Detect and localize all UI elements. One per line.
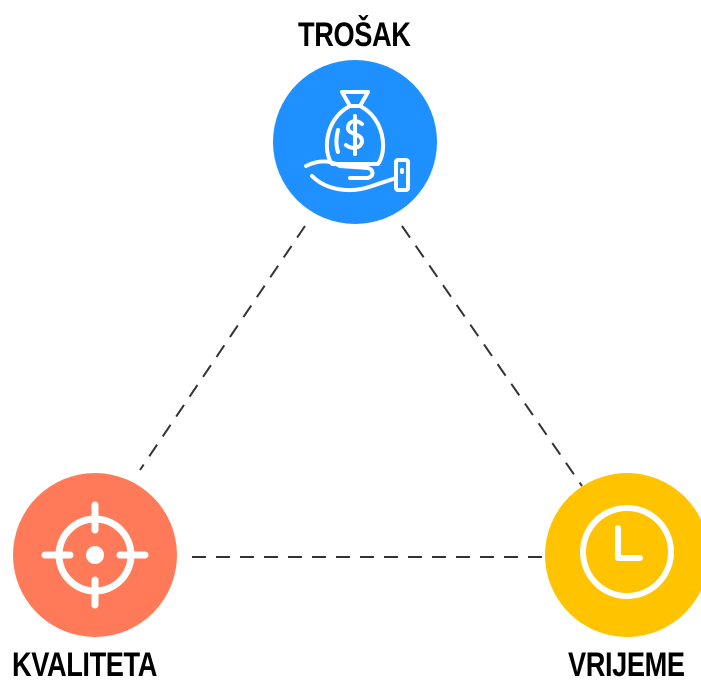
node-time [545, 473, 701, 637]
edge-cost-quality [139, 225, 306, 471]
money-bag-hand-icon [304, 90, 410, 193]
crosshair-target-icon [41, 501, 149, 609]
connectors [139, 225, 583, 558]
clock-icon [580, 505, 674, 599]
node-quality [13, 473, 177, 637]
node-cost [273, 60, 437, 224]
time-label: VRIJEME [568, 646, 685, 684]
cost-label: TROŠAK [298, 16, 411, 54]
quality-label: KVALITETA [12, 646, 157, 684]
edge-cost-time [401, 225, 583, 487]
target-center-dot [86, 546, 104, 564]
